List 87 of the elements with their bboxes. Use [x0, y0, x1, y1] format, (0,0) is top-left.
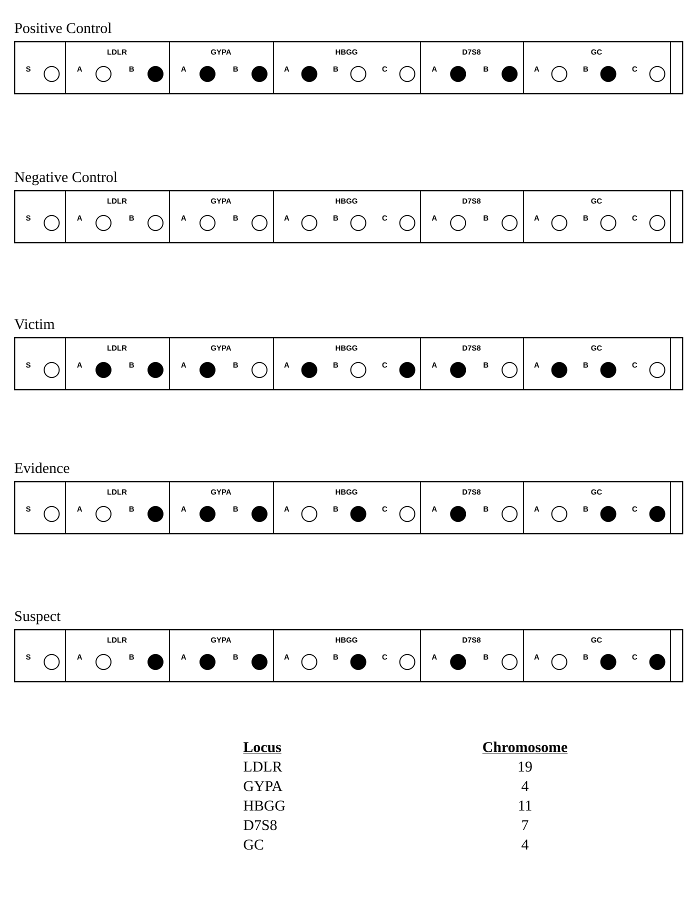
filled-dot [350, 654, 366, 670]
filled-dot [600, 654, 616, 670]
open-circle [301, 506, 318, 522]
open-circle [551, 654, 568, 670]
open-circle [502, 362, 518, 378]
open-circle [502, 215, 518, 231]
row-title: Victim [14, 319, 55, 330]
cut-off-cell [670, 629, 683, 682]
filled-dot [252, 506, 268, 522]
table-cell: HBGG [244, 800, 286, 811]
row-title: Evidence [14, 462, 70, 474]
filled-dot [350, 506, 366, 522]
table-cell: 11 [519, 800, 532, 810]
row-title: Positive Control [14, 22, 112, 34]
filled-dot [301, 66, 318, 82]
open-circle [252, 215, 268, 231]
open-circle [399, 654, 416, 670]
filled-dot [450, 362, 466, 378]
filled-dot [96, 362, 112, 378]
open-circle [44, 362, 60, 378]
open-circle [399, 215, 416, 231]
open-circle [551, 215, 568, 231]
table-cell: LDLR [244, 762, 282, 772]
open-circle [551, 506, 568, 522]
open-circle [502, 654, 518, 670]
filled-dot [301, 362, 318, 378]
filled-dot [148, 506, 164, 522]
open-circle [44, 66, 60, 82]
filled-dot [450, 66, 466, 82]
cut-off-cell [670, 190, 683, 243]
filled-dot [200, 362, 216, 378]
filled-dot [148, 362, 164, 378]
filled-dot [450, 654, 466, 670]
table-cell: GC [244, 840, 264, 850]
filled-dot [649, 506, 666, 522]
open-circle [600, 215, 616, 231]
open-circle [450, 215, 466, 231]
open-circle [649, 362, 666, 378]
open-circle [649, 215, 666, 231]
table-cell: 4 [522, 781, 528, 791]
table-cell: D7S8 [244, 820, 277, 830]
open-circle [301, 215, 318, 231]
filled-dot [200, 654, 216, 670]
cut-off-cell [670, 41, 683, 94]
open-circle [350, 66, 366, 82]
filled-dot [252, 654, 268, 670]
open-circle [252, 362, 268, 378]
filled-dot [600, 506, 616, 522]
open-circle [44, 506, 60, 522]
open-circle [96, 654, 112, 670]
table-header: Chromosome [482, 742, 568, 754]
table-cell: GYPA [244, 781, 282, 792]
row-title: Suspect [15, 611, 61, 624]
open-circle [551, 66, 568, 82]
filled-dot [252, 66, 268, 82]
table-cell: 7 [522, 820, 528, 830]
filled-dot [649, 654, 666, 670]
open-circle [301, 654, 318, 670]
filled-dot [450, 506, 466, 522]
filled-dot [399, 362, 416, 378]
filled-dot [148, 66, 164, 82]
table-header: Locus [243, 742, 282, 754]
open-circle [649, 66, 666, 82]
filled-dot [502, 66, 518, 82]
cut-off-cell [670, 337, 683, 390]
open-circle [399, 506, 416, 522]
table-cell: 19 [518, 762, 532, 772]
filled-dot [551, 362, 568, 378]
row-title: Negative Control [14, 172, 118, 186]
open-circle [399, 66, 416, 82]
filled-dot [200, 66, 216, 82]
open-circle [44, 215, 60, 231]
filled-dot [600, 362, 616, 378]
filled-dot [200, 506, 216, 522]
table-cell: 4 [522, 840, 528, 850]
filled-dot [148, 654, 164, 670]
open-circle [350, 215, 366, 231]
cut-off-cell [670, 481, 683, 534]
open-circle [200, 215, 216, 231]
open-circle [350, 362, 366, 378]
open-circle [96, 506, 112, 522]
open-circle [96, 215, 112, 231]
open-circle [148, 215, 164, 231]
open-circle [44, 654, 60, 670]
filled-dot [600, 66, 616, 82]
open-circle [96, 66, 112, 82]
open-circle [502, 506, 518, 522]
